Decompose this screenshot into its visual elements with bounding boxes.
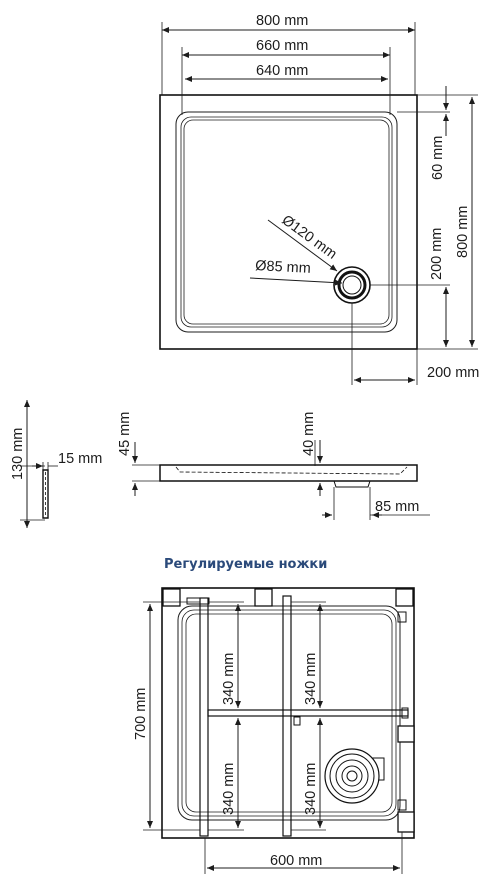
drain-underside [324, 748, 385, 804]
basin-outline-inner [183, 119, 390, 325]
bottom-view-title: Регулируемые ножки [164, 557, 327, 572]
dim-seg-2: 340 mm [221, 763, 237, 815]
dim-width-outer: 800 mm [256, 13, 308, 29]
bottom-view: 700 mm 340 mm 340 mm 340 mm 340 mm 600 m… [133, 587, 415, 874]
foot-top-left [162, 588, 181, 607]
foot-top-mid [254, 588, 273, 607]
dim-drain-offset-v: 200 mm [429, 228, 445, 280]
dim-width-inner: 640 mm [256, 63, 308, 79]
basin-outline-mid [180, 116, 393, 328]
dim-width-mid: 660 mm [256, 38, 308, 54]
leg-profile [42, 469, 49, 519]
dim-height-outer: 800 mm [455, 206, 471, 258]
top-view: 800 mm 660 mm 640 mm 800 mm 60 mm 200 mm… [159, 13, 479, 385]
basin-outline-outer [175, 111, 398, 333]
dim-drain-depth: 40 mm [301, 412, 317, 456]
dim-profile-height: 45 mm [117, 412, 133, 456]
dim-drain-inner: Ø85 mm [255, 258, 311, 277]
tray-side-view: 45 mm 40 mm 85 mm [117, 412, 430, 520]
dim-rim: 60 mm [430, 136, 446, 180]
dim-drain-outer: Ø120 mm [279, 212, 340, 262]
dim-seg-3: 340 mm [303, 653, 319, 705]
drain [333, 266, 371, 304]
dim-seg-1: 340 mm [221, 653, 237, 705]
foot-top-right [395, 588, 414, 607]
dim-bottom-width: 600 mm [270, 853, 322, 869]
dim-seg-4: 340 mm [303, 763, 319, 815]
dim-drain-offset-h: 200 mm [427, 365, 479, 381]
dim-leg-height: 130 mm [10, 428, 26, 480]
foot-right-mid [397, 725, 415, 743]
tray-outline [159, 94, 418, 350]
tray-underside-outline [161, 587, 415, 839]
tray-profile [159, 464, 418, 482]
dim-bottom-height: 700 mm [133, 688, 149, 740]
rail-cross [207, 709, 409, 717]
foot-bottom-right [397, 811, 415, 833]
dim-leg-width: 15 mm [58, 451, 102, 467]
leg-side-view: 130 mm 15 mm [10, 400, 102, 528]
rail-left [199, 597, 209, 837]
dim-drain-width: 85 mm [375, 499, 419, 515]
